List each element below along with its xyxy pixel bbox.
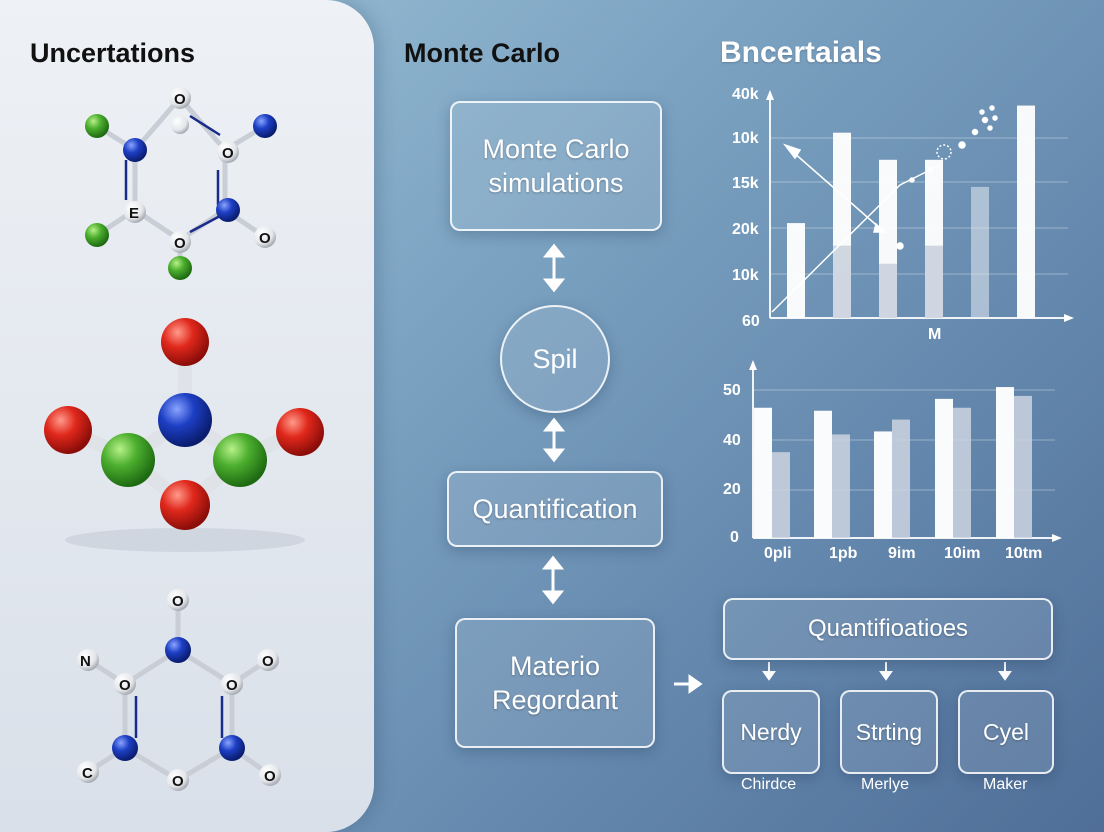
atom-label: O <box>172 773 184 790</box>
atom-label: N <box>80 653 91 670</box>
down-arrow-icon <box>998 662 1012 681</box>
bottom-chart-ytick: 0 <box>730 529 739 546</box>
bottom-chart-ytick: 40 <box>723 432 741 449</box>
right-arrow-icon <box>674 674 703 694</box>
molecules-illustration: O O E O O <box>44 87 324 791</box>
top-chart-ytick: 40k <box>732 86 759 103</box>
quantification-box: Quantification <box>447 471 663 547</box>
double-arrow-icon <box>541 555 565 605</box>
atom-label: O <box>174 91 186 108</box>
molecule-2 <box>44 318 324 552</box>
top-chart-xlabel: M <box>928 326 942 343</box>
quant-item-sublabel: Chirdce <box>741 776 797 793</box>
quant-item-nerdy: Nerdy <box>722 690 820 774</box>
quantifioatioes-label: Quantifioatioes <box>807 615 969 642</box>
top-chart-bar <box>787 223 805 318</box>
quant-item-label: Cyel <box>982 719 1029 745</box>
top-chart-bar-lower <box>925 245 943 318</box>
materio-regordant-box: Materio Regordant <box>455 618 655 748</box>
atom-label: E <box>129 205 139 222</box>
atom-label: C <box>82 765 93 782</box>
atom-label: O <box>264 768 276 785</box>
atom-label: O <box>226 677 238 694</box>
quant-item-sublabel: Merlye <box>861 776 910 793</box>
quant-item-strting: Strting <box>840 690 938 774</box>
top-chart-bar-lower <box>833 245 851 318</box>
top-chart-bars <box>787 105 1035 318</box>
double-arrow-icon <box>542 417 566 463</box>
quant-item-label: Nerdy <box>740 719 802 745</box>
top-chart-bar <box>1017 105 1035 318</box>
bottom-chart-ytick: 20 <box>723 481 741 498</box>
bottom-chart-bar-secondary <box>892 419 910 538</box>
atom-label: O <box>262 653 274 670</box>
bottom-chart-bar-secondary <box>772 452 790 538</box>
atom-label: O <box>119 677 131 694</box>
quant-item-label: Strting <box>855 719 923 745</box>
quant-item-sublabel: Maker <box>983 776 1028 793</box>
atom-label: O <box>222 145 234 162</box>
bottom-chart-xtick: 10tm <box>1005 545 1043 562</box>
bottom-chart-xtick: 10im <box>944 545 981 562</box>
bottom-chart-bar-primary <box>935 398 953 538</box>
quantification-label: Quantification <box>472 494 638 524</box>
quantifioatioes-header-box: Quantifioatioes <box>723 598 1053 660</box>
top-chart-bar <box>971 186 989 318</box>
spil-label: Spil <box>532 343 578 374</box>
top-chart-ytick: 20k <box>732 221 759 238</box>
molecule-3: O N O O O O C O <box>77 589 281 791</box>
top-chart-ytick: 15k <box>732 175 759 192</box>
middle-heading: Monte Carlo <box>404 38 561 68</box>
atom-label: O <box>174 235 186 252</box>
atom-label: O <box>172 593 184 610</box>
atom-label: O <box>259 230 271 247</box>
double-arrow-icon <box>542 243 566 293</box>
quant-item-cyel: Cyel <box>958 690 1054 774</box>
bottom-chart-xtick: 0pli <box>764 545 792 562</box>
bottom-chart-bars <box>754 387 1032 538</box>
bottom-chart-bar-primary <box>874 431 892 538</box>
bottom-chart-bar-secondary <box>832 434 850 538</box>
top-chart-ytick: 10k <box>732 267 759 284</box>
bottom-chart-bar-primary <box>814 410 832 538</box>
molecule-1: O O E O O <box>85 87 277 280</box>
bottom-chart-bar-primary <box>754 407 772 538</box>
monte-carlo-simulations-box: Monte Carlo simulations <box>450 101 662 231</box>
bottom-chart-bar-secondary <box>953 407 971 538</box>
bottom-chart-bar-secondary <box>1014 395 1032 538</box>
down-arrow-icon <box>879 662 893 681</box>
right-heading: Bncertaials <box>720 36 882 69</box>
spil-circle: Spil <box>500 305 610 413</box>
top-chart-ytick: 60 <box>742 313 760 330</box>
left-heading: Uncertations <box>30 38 196 68</box>
top-chart-bar-lower <box>879 263 897 318</box>
bottom-chart-xtick: 1pb <box>829 545 858 562</box>
bottom-chart-xtick: 9im <box>888 545 916 562</box>
materio-regordant-label: Materio Regordant <box>491 651 619 715</box>
bottom-chart-ytick: 50 <box>723 382 741 399</box>
down-arrow-icon <box>762 662 776 681</box>
top-chart-ytick: 10k <box>732 130 759 147</box>
monte-carlo-simulations-label: Monte Carlo simulations <box>482 134 630 198</box>
bottom-chart-bar-primary <box>996 387 1014 538</box>
top-chart-trend <box>771 105 998 313</box>
